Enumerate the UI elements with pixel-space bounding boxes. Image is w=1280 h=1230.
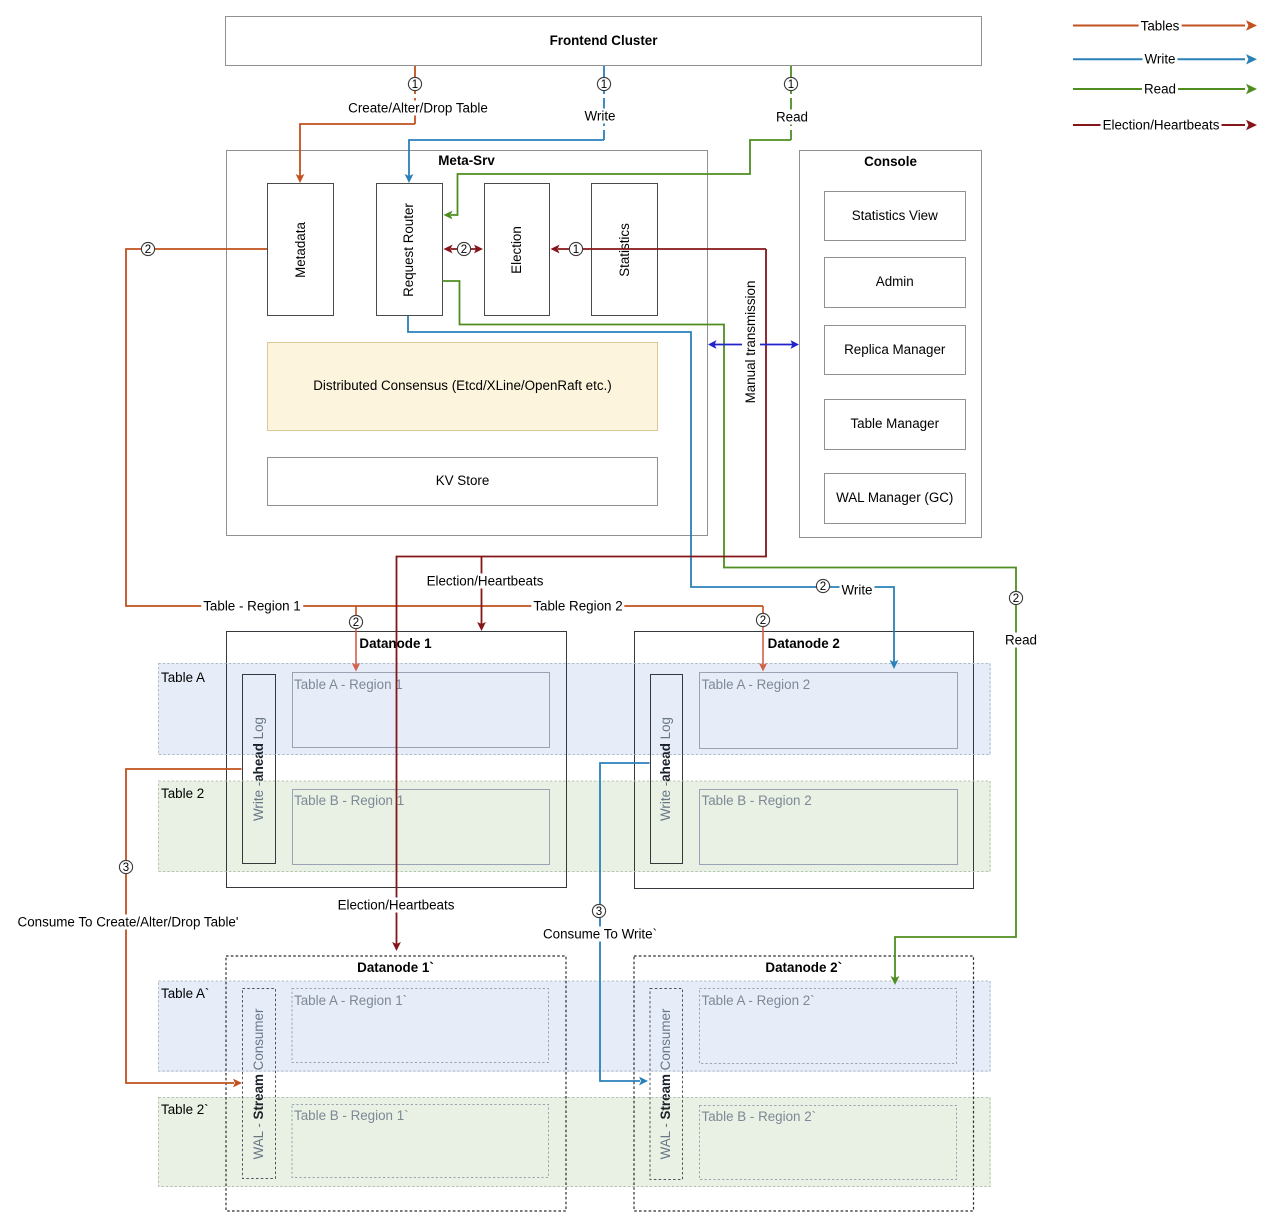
- svg-text:3: 3: [596, 906, 602, 918]
- svg-text:2: 2: [1013, 593, 1019, 605]
- svg-text:1: 1: [572, 244, 578, 256]
- svg-text:2: 2: [461, 244, 467, 256]
- svg-text:2: 2: [760, 615, 766, 627]
- svg-text:1: 1: [788, 79, 794, 91]
- svg-text:1: 1: [412, 79, 418, 91]
- svg-text:1: 1: [601, 79, 607, 91]
- svg-text:2: 2: [820, 581, 826, 593]
- svg-text:2: 2: [145, 244, 151, 256]
- svg-text:3: 3: [123, 862, 129, 874]
- svg-text:2: 2: [353, 617, 359, 629]
